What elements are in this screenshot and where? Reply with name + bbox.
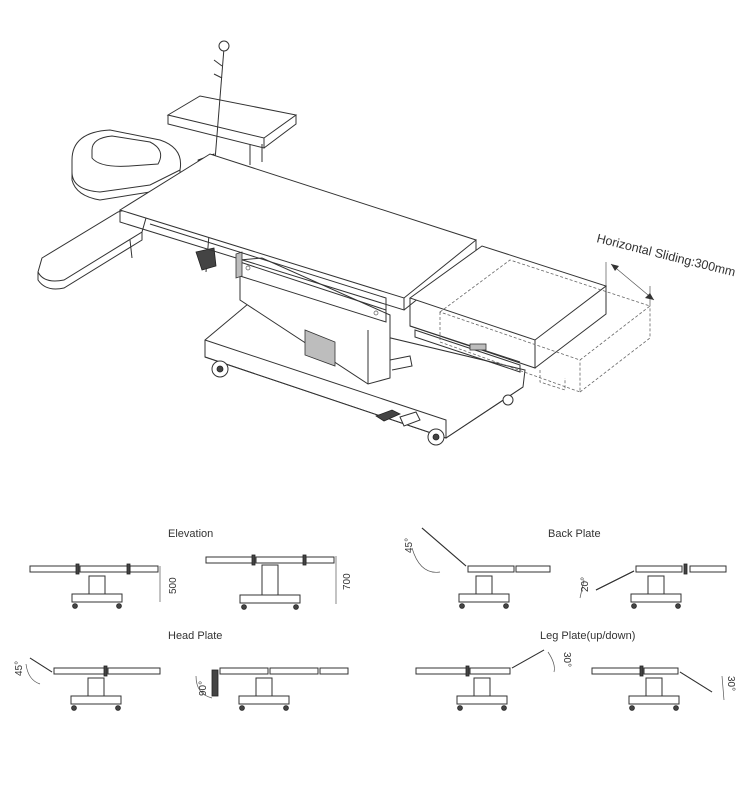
- dim-back-plate-down: 20°: [580, 577, 591, 592]
- head-rest: [71, 129, 182, 201]
- panel-title: Head Plate: [168, 630, 222, 642]
- panel-title: Back Plate: [548, 528, 601, 540]
- panel-title: Elevation: [168, 528, 213, 540]
- main-table-view: Horizontal Sliding:300mm: [37, 40, 737, 446]
- head-plate-down-table: [195, 667, 349, 711]
- panel-title: Leg Plate(up/down): [540, 630, 635, 642]
- table-top: [118, 153, 478, 323]
- arm-board: [37, 209, 147, 290]
- leg-plate-down-table: [591, 665, 725, 711]
- back-plate-up-table: [411, 527, 551, 609]
- elevation-high-table: [205, 554, 337, 610]
- table-column: [239, 257, 413, 385]
- panel-leg-plate: Leg Plate(up/down) 30° 30°: [415, 630, 736, 711]
- back-plate-down-table: [579, 563, 727, 609]
- dim-back-plate-up: 45°: [404, 538, 415, 553]
- dim-leg-plate-down: 30°: [725, 676, 736, 691]
- instrument-tray: [166, 95, 298, 165]
- panel-head-plate: Head Plate 45° 90°: [14, 630, 349, 711]
- dim-head-plate-up: 45°: [14, 661, 25, 676]
- dim-leg-plate-up: 30°: [561, 652, 572, 667]
- elevation-low-table: [29, 563, 161, 609]
- panel-elevation: Elevation 500 700: [29, 528, 353, 610]
- dim-elevation-high: 700: [342, 573, 353, 590]
- panel-back-plate: Back Plate 45° 20°: [404, 527, 727, 609]
- dim-head-plate-down: 90°: [198, 681, 209, 696]
- dim-elevation-low: 500: [168, 577, 179, 594]
- head-plate-up-table: [25, 657, 161, 711]
- leg-section: [408, 245, 651, 393]
- sliding-dimension: [605, 262, 655, 306]
- leg-plate-up-table: [415, 649, 555, 711]
- sliding-label: Horizontal Sliding:300mm: [595, 231, 737, 279]
